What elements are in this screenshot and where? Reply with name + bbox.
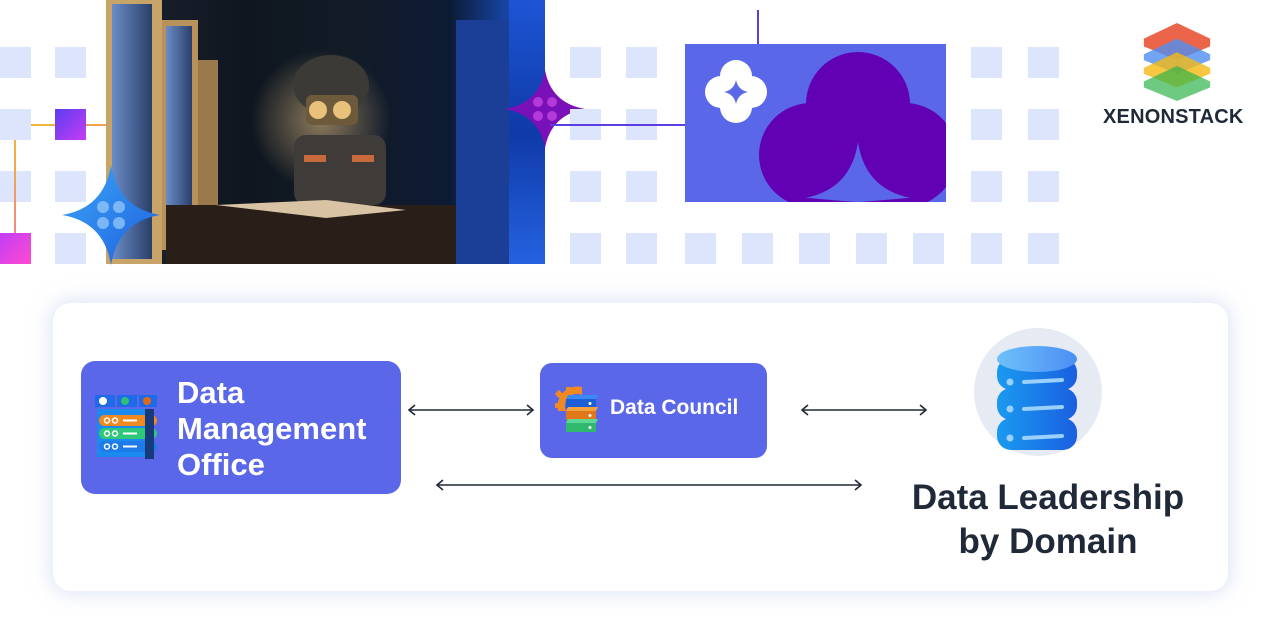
- server-rack-icon: [95, 395, 157, 459]
- brand-name: XENONSTACK: [1103, 106, 1244, 128]
- decor-tile: [55, 47, 86, 78]
- decor-tile: [913, 233, 944, 264]
- decor-tile: [1028, 233, 1059, 264]
- node-data-management-office: Data Management Office: [81, 361, 401, 494]
- decor-tile: [971, 47, 1002, 78]
- decor-tile: [570, 47, 601, 78]
- decor-tile-accent: [55, 109, 86, 140]
- decor-tile: [1028, 109, 1059, 140]
- database-icon: [997, 346, 1077, 450]
- decor-tile: [626, 171, 657, 202]
- node-label-line: Management: [177, 411, 367, 446]
- decor-tile: [971, 233, 1002, 264]
- decor-tile: [1028, 171, 1059, 202]
- decor-tile: [0, 47, 31, 78]
- bidirectional-arrow-council-leadership: [800, 404, 928, 416]
- decor-tile: [971, 171, 1002, 202]
- decor-tile: [55, 171, 86, 202]
- decor-tile: [799, 233, 830, 264]
- bidirectional-arrow-dmo-leadership: [435, 479, 863, 491]
- decor-tile: [570, 233, 601, 264]
- decor-tile: [626, 47, 657, 78]
- robot-photo: [106, 0, 509, 264]
- decor-tile: [570, 171, 601, 202]
- server-rack-photo-edge: [509, 0, 545, 264]
- node-label-line: by Domain: [958, 522, 1138, 561]
- connector-line: [550, 124, 685, 126]
- decor-tile: [971, 109, 1002, 140]
- node-data-leadership-by-domain: Data Leadership by Domain: [888, 476, 1208, 564]
- connector-line: [14, 140, 16, 233]
- hero-banner: XENONSTACK: [0, 0, 1281, 270]
- decor-tile: [55, 233, 86, 264]
- decor-tile: [0, 109, 31, 140]
- node-label-line: Data Leadership: [911, 478, 1185, 517]
- xenonstack-logo-icon: [1143, 23, 1211, 102]
- node-data-council: Data Council: [540, 363, 767, 458]
- decor-tile: [685, 233, 716, 264]
- node-label: Data Management Office: [177, 375, 366, 483]
- sparkle-star-blue-icon: [62, 165, 160, 265]
- sparkle-star-purple-icon: [505, 70, 585, 148]
- decor-tile-accent: [0, 233, 31, 264]
- decor-tile: [626, 233, 657, 264]
- sparkle-outline-icon: [705, 60, 767, 123]
- decor-tile: [856, 233, 887, 264]
- connector-line: [86, 124, 108, 126]
- decor-tile: [742, 233, 773, 264]
- bidirectional-arrow-dmo-council: [407, 404, 535, 416]
- database-gear-icon: [554, 386, 598, 432]
- cloud-card: [685, 44, 946, 202]
- connector-line: [757, 10, 759, 44]
- node-label: Data Council: [610, 396, 739, 419]
- node-label-line: Data: [177, 375, 245, 410]
- connector-line: [31, 124, 55, 126]
- node-label-line: Office: [177, 447, 265, 482]
- decor-tile: [1028, 47, 1059, 78]
